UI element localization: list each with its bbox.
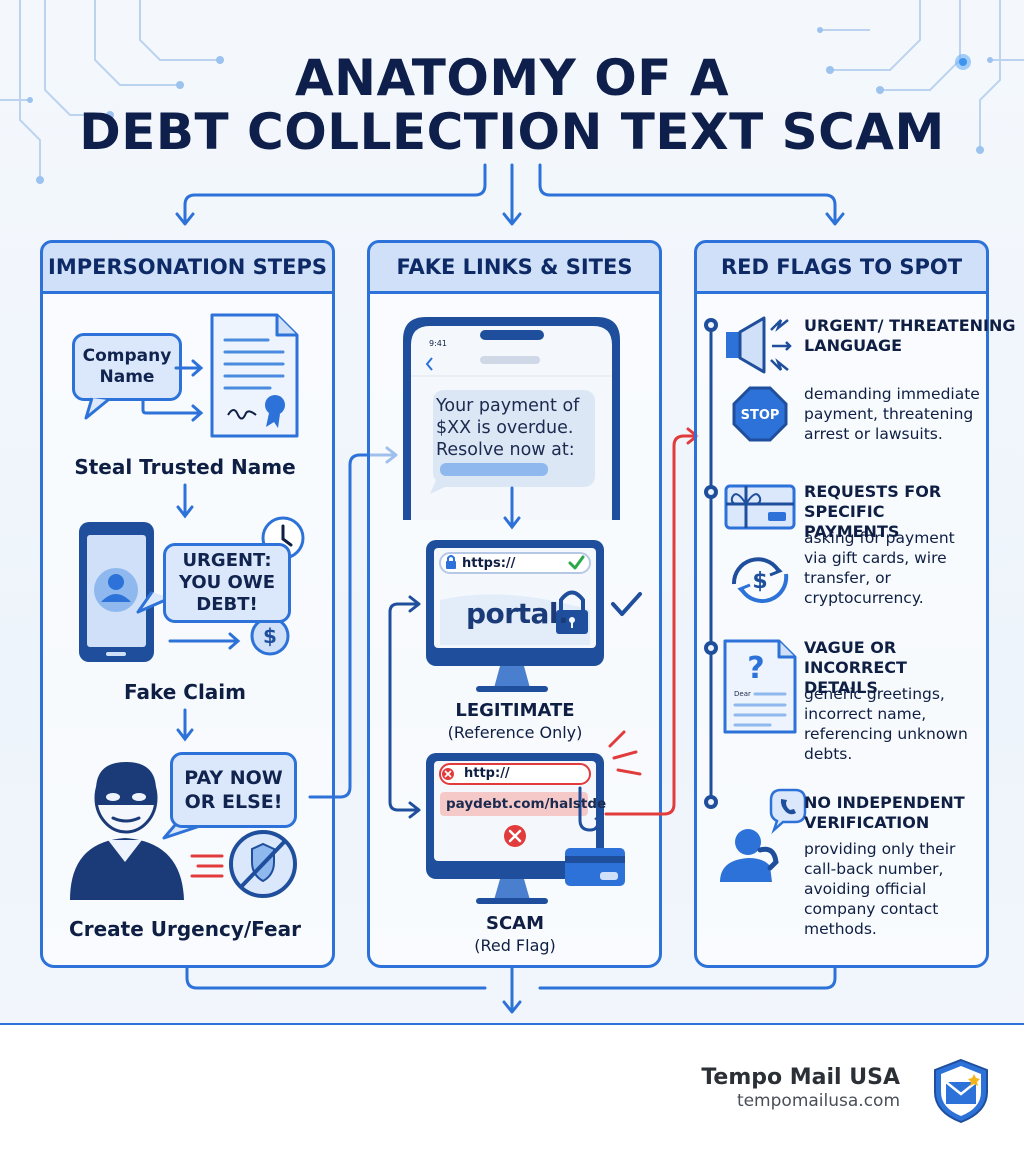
document-question-icon: ? Dear [723, 639, 797, 734]
sms-message-text: Your payment of $XX is overdue. Resolve … [436, 396, 580, 460]
megaphone-icon [726, 316, 792, 374]
brand-shield-logo-icon [934, 1058, 988, 1124]
portal-brand-text: portal. [466, 597, 569, 630]
flow-connectors [0, 163, 1024, 1025]
middle-panel-graphics: 9:41 [388, 317, 699, 904]
scam-label: SCAM [485, 913, 545, 934]
red-flags-panel: RED FLAGS TO SPOT [694, 240, 989, 968]
stop-sign-icon: STOP [732, 386, 788, 442]
left-panel-graphics: $ [70, 313, 398, 900]
right-panel-graphics: STOP $ ? Dear [704, 316, 807, 882]
flag2-desc: asking for payment via gift cards, wire … [804, 529, 955, 607]
step1-label: Steal Trusted Name [74, 455, 296, 479]
urgent-debt-bubble: URGENT: YOU OWE DEBT! [163, 543, 291, 623]
scam-sublabel: (Red Flag) [474, 936, 556, 955]
phone-icon [79, 522, 154, 662]
hacker-icon [70, 762, 184, 900]
padlock-large-icon [556, 590, 588, 634]
flag3-desc: generic greetings, incorrect name, refer… [804, 685, 968, 763]
brand-name: Tempo Mail USA [701, 1065, 900, 1090]
dollar-exchange-icon: $ [731, 557, 789, 604]
padlock-small-icon [446, 555, 456, 569]
flag3-title: VAGUE OR INCORRECT DETAILS [804, 638, 907, 697]
gift-card-icon [724, 484, 796, 530]
legitimate-sublabel: (Reference Only) [447, 723, 583, 742]
scam-url-text: http:// [464, 766, 510, 781]
scam-monitor-icon [426, 753, 604, 904]
flag1-desc: demanding immediate payment, threatening… [804, 385, 980, 443]
flag4-desc: providing only their call-back number, a… [804, 840, 956, 938]
checkmark-icon [611, 592, 642, 616]
impersonation-header: IMPERSONATION STEPS [40, 240, 335, 294]
no-shield-icon [229, 830, 297, 898]
title-line-2: DEBT COLLECTION TEXT SCAM [79, 103, 945, 161]
legitimate-monitor-icon [426, 540, 642, 692]
stop-sign-text: STOP [741, 408, 780, 423]
svg-text:$: $ [752, 569, 767, 594]
pay-now-bubble: PAY NOW OR ELSE! [170, 752, 297, 828]
flag1-title: URGENT/ THREATENING LANGUAGE [804, 316, 1016, 355]
scam-link-text: paydebt.com/halstde [446, 796, 607, 812]
step3-label: Create Urgency/Fear [69, 917, 301, 941]
smartphone-icon: 9:41 [403, 317, 620, 520]
brand-url[interactable]: tempomailusa.com [736, 1091, 900, 1111]
fake-links-header: FAKE LINKS & SITES [367, 240, 662, 294]
title-line-1: ANATOMY OF A [294, 49, 730, 107]
footer: Tempo Mail USA tempomailusa.com [0, 1025, 1024, 1154]
caller-icon [720, 788, 807, 882]
document-greeting-text: Dear [734, 690, 751, 698]
certificate-document-icon [210, 313, 299, 438]
urgent-debt-text: URGENT: YOU OWE DEBT! [178, 550, 276, 615]
company-name-bubble: Company Name [72, 333, 182, 401]
red-flags-header: RED FLAGS TO SPOT [694, 240, 989, 294]
legitimate-label: LEGITIMATE [455, 700, 575, 721]
circuit-decoration [0, 0, 1024, 184]
pay-now-text: PAY NOW OR ELSE! [184, 767, 283, 813]
flag4-title: NO INDEPENDENT VERIFICATION [804, 793, 965, 832]
legit-url-text: https:// [462, 556, 516, 571]
flag2-title: REQUESTS FOR SPECIFIC PAYMENTS [804, 482, 942, 541]
phone-time: 9:41 [429, 339, 447, 348]
fishing-hook-icon [565, 786, 625, 886]
company-name-text: Company Name [82, 346, 172, 387]
step2-label: Fake Claim [123, 680, 246, 704]
svg-text:$: $ [263, 624, 277, 648]
svg-text:?: ? [747, 651, 764, 686]
